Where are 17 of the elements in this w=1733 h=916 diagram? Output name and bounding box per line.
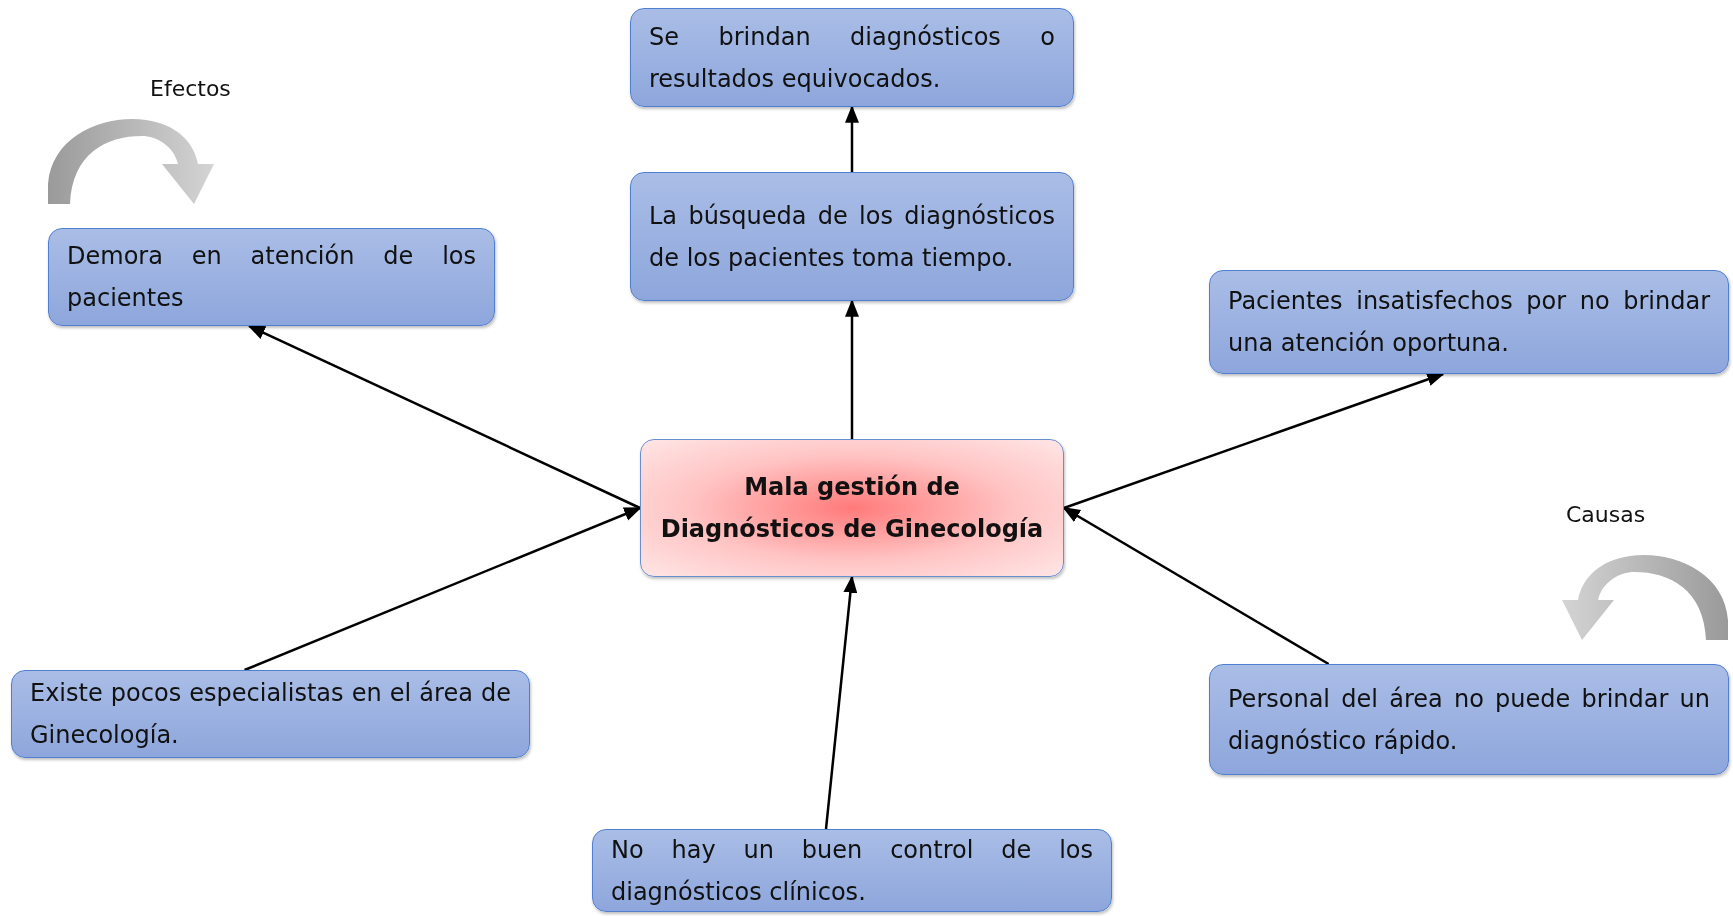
- problem-box: Mala gestión de Diagnósticos de Ginecología: [640, 439, 1064, 577]
- arrow: [845, 299, 859, 439]
- text-box: Demora en atención de los pacientes: [48, 228, 495, 326]
- text-box: Personal del área no puede brindar un diagnóstico rápido.: [1209, 664, 1729, 775]
- text-box: No hay un buen control de los diagnósticos clínicos.: [592, 829, 1112, 912]
- section-label: Causas: [1566, 502, 1646, 527]
- section-label: Efectos: [150, 76, 231, 101]
- arrow: [1063, 372, 1445, 510]
- arrow: [845, 105, 859, 172]
- arrow: [244, 506, 642, 672]
- text-box: Se brindan diagnósticos o resultados equivocados.: [630, 8, 1074, 107]
- text-box: Pacientes insatisfechos por no brindar una atención oportuna.: [1209, 270, 1729, 374]
- arrow: [1062, 506, 1330, 666]
- arrow: [247, 324, 641, 510]
- text-box: La búsqueda de los diagnósticos de los pacientes toma tiempo.: [630, 172, 1074, 301]
- arrow: [824, 575, 858, 830]
- text-box: Existe pocos especialistas en el área de Ginecología.: [11, 670, 530, 758]
